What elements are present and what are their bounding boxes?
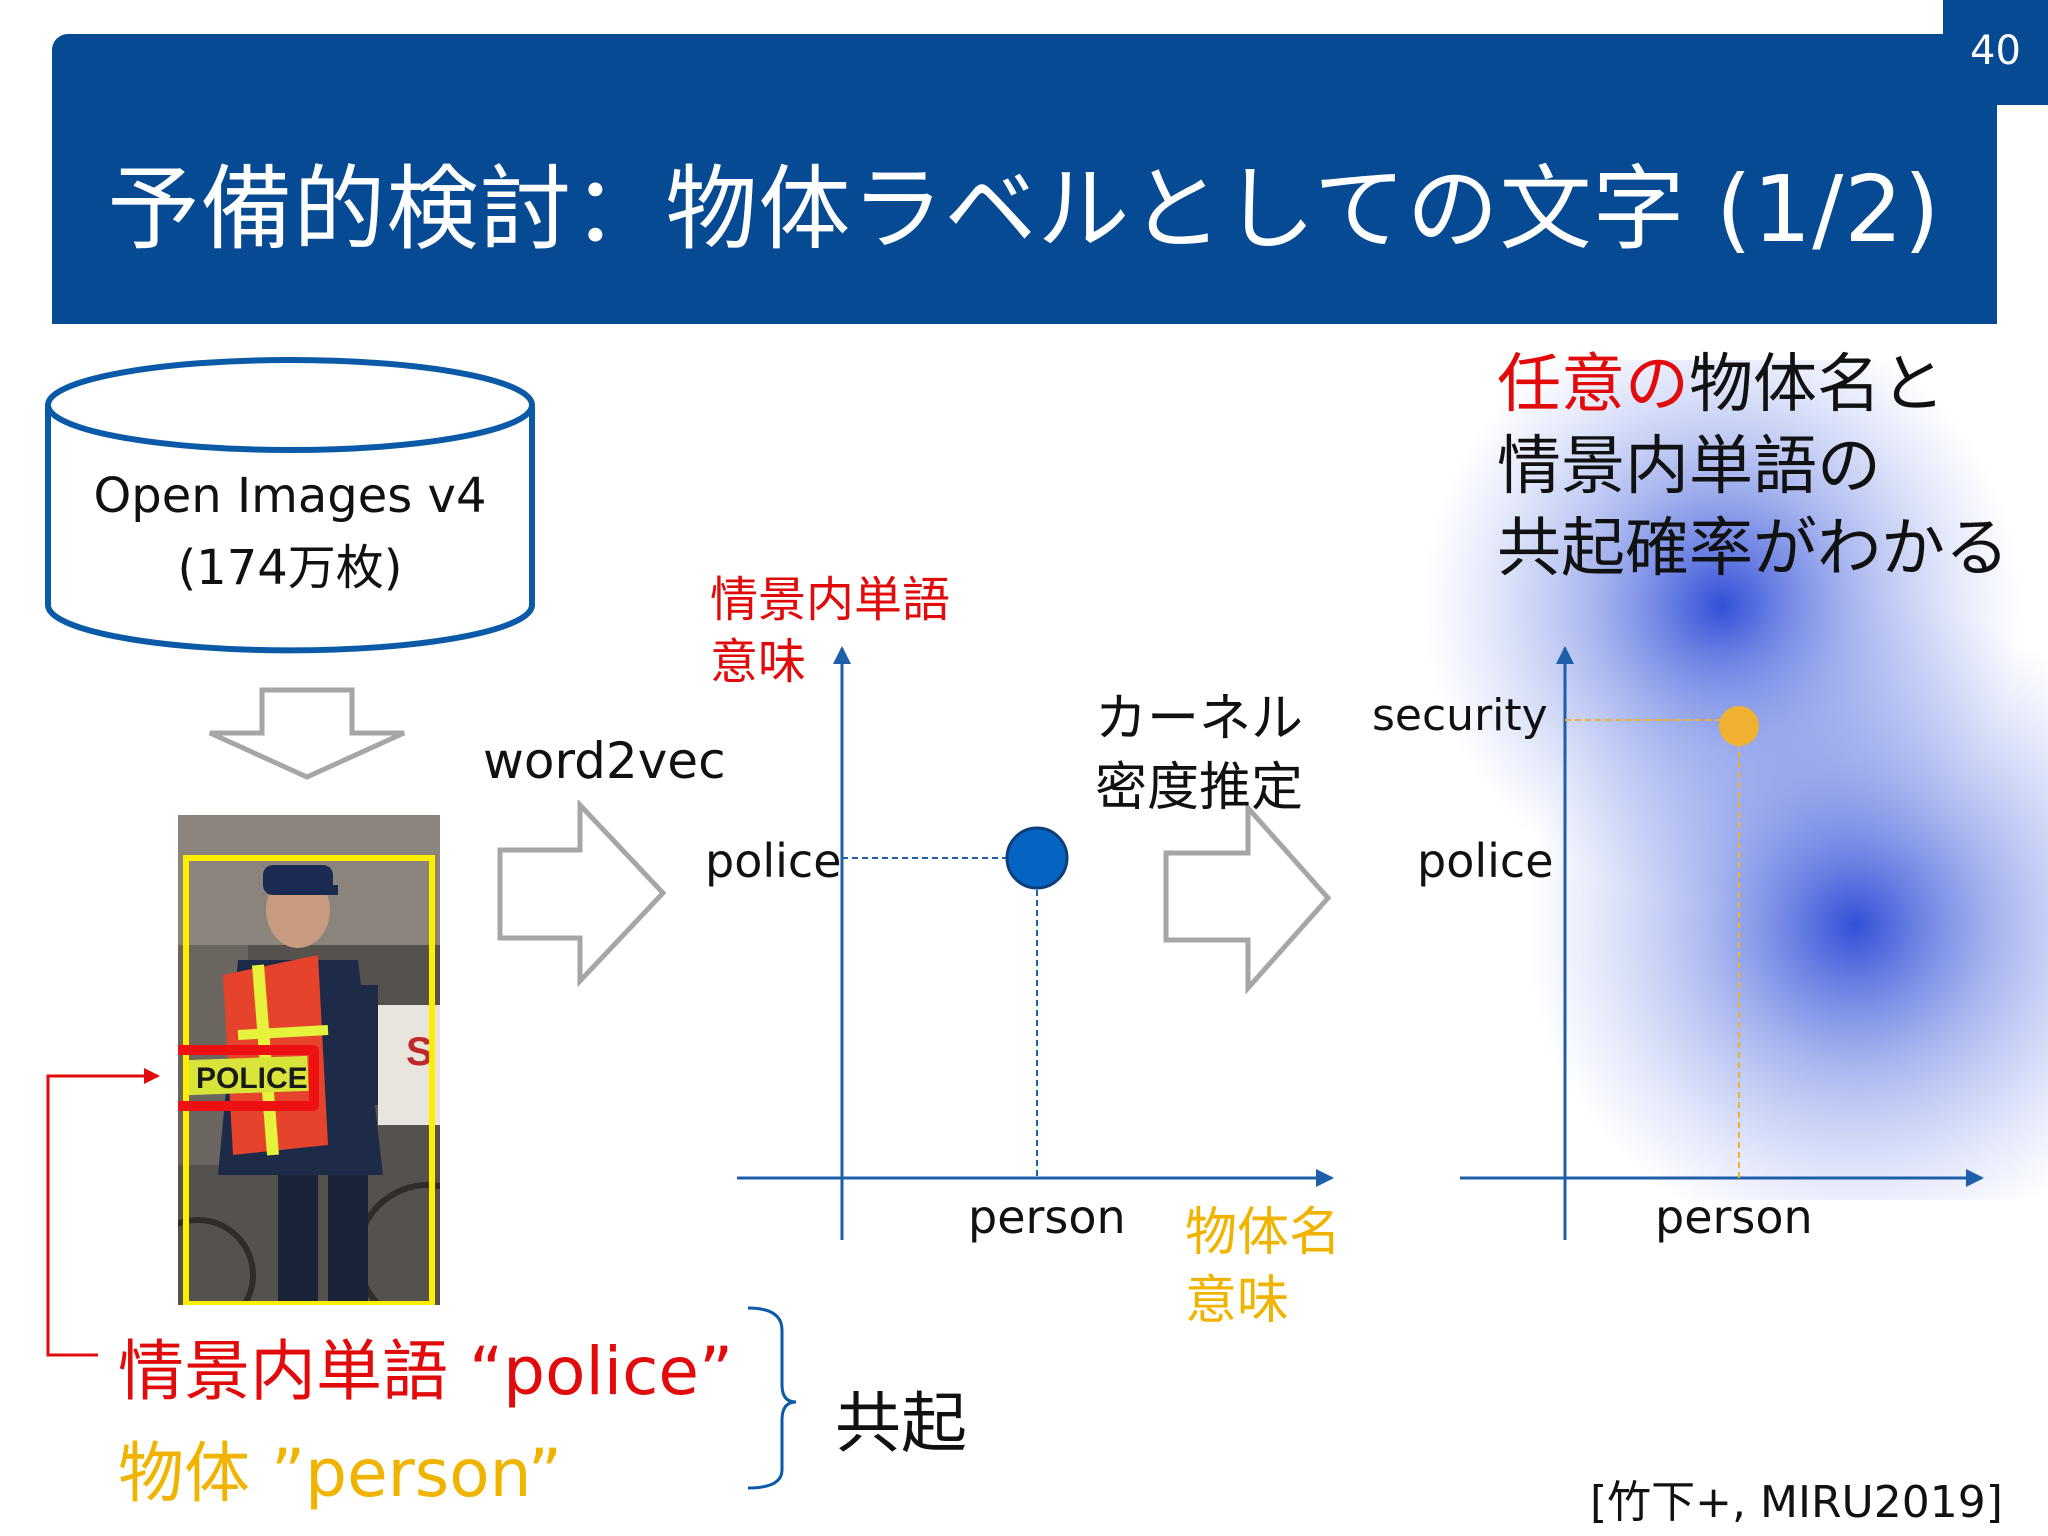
left-y-tick-police: police [705,834,842,888]
x-axis-label-line2: 意味 [1185,1271,1290,1331]
photo-vest-text: POLICE [196,1062,308,1095]
conclusion-line1-rest: 物体名と [1689,348,1945,422]
right-diagram [1460,646,1984,1240]
cooccur-label: 共起 [835,1385,967,1462]
title-bar [52,34,1997,324]
object-bounding-box [183,855,435,1305]
scene-word-caption: 情景内単語 “police” [118,1333,734,1410]
right-arrow-kde [1163,801,1332,995]
kde-label-line2: 密度推定 [1095,758,1304,818]
page-number-box [1943,0,2048,105]
right-data-point [1719,706,1759,746]
photo-sign-letter: S [406,1030,433,1074]
object-caption: 物体 ”person” [118,1435,562,1512]
y-axis-label-line2: 意味 [710,634,807,690]
kde-label-line1: カーネル [1095,689,1304,749]
conclusion-line1: 任意の物体名と [1497,333,1945,425]
police-photo: S POLICE [178,815,440,1305]
citation: [竹下+, MIRU2019] [1590,1477,2003,1528]
left-diagram [46,646,1334,1490]
right-x-tick-person: person [1655,1190,1813,1244]
right-y-tick-police: police [1417,834,1554,888]
word2vec-label: word2vec [483,732,726,790]
left-x-tick-person: person [968,1190,1126,1244]
red-connector [46,1068,160,1357]
page-number: 40 [1970,28,2021,74]
left-data-point [1005,826,1069,890]
conclusion-line3: 共起確率がわかる [1497,512,2009,586]
right-arrow-word2vec [497,800,667,988]
database-name: Open Images v4 [93,468,487,524]
x-axis-label-line1: 物体名 [1185,1203,1342,1263]
density-blobs [1422,360,2048,1200]
y-axis-label-line1: 情景内単語 [710,572,951,628]
slide-title: 予備的検討：物体ラベルとしての文字 (1/2) [107,156,1941,263]
conclusion-highlight: 任意の [1497,348,1689,422]
cooccur-brace [747,1306,797,1490]
text-bounding-box [178,1045,319,1111]
density-blob-lower [1525,595,2048,1200]
down-arrow [208,687,406,780]
database-size: (174万枚) [177,540,403,596]
right-y-tick-security: security [1372,690,1548,741]
conclusion-line2: 情景内単語の [1497,430,1881,504]
database-cylinder [45,357,535,654]
